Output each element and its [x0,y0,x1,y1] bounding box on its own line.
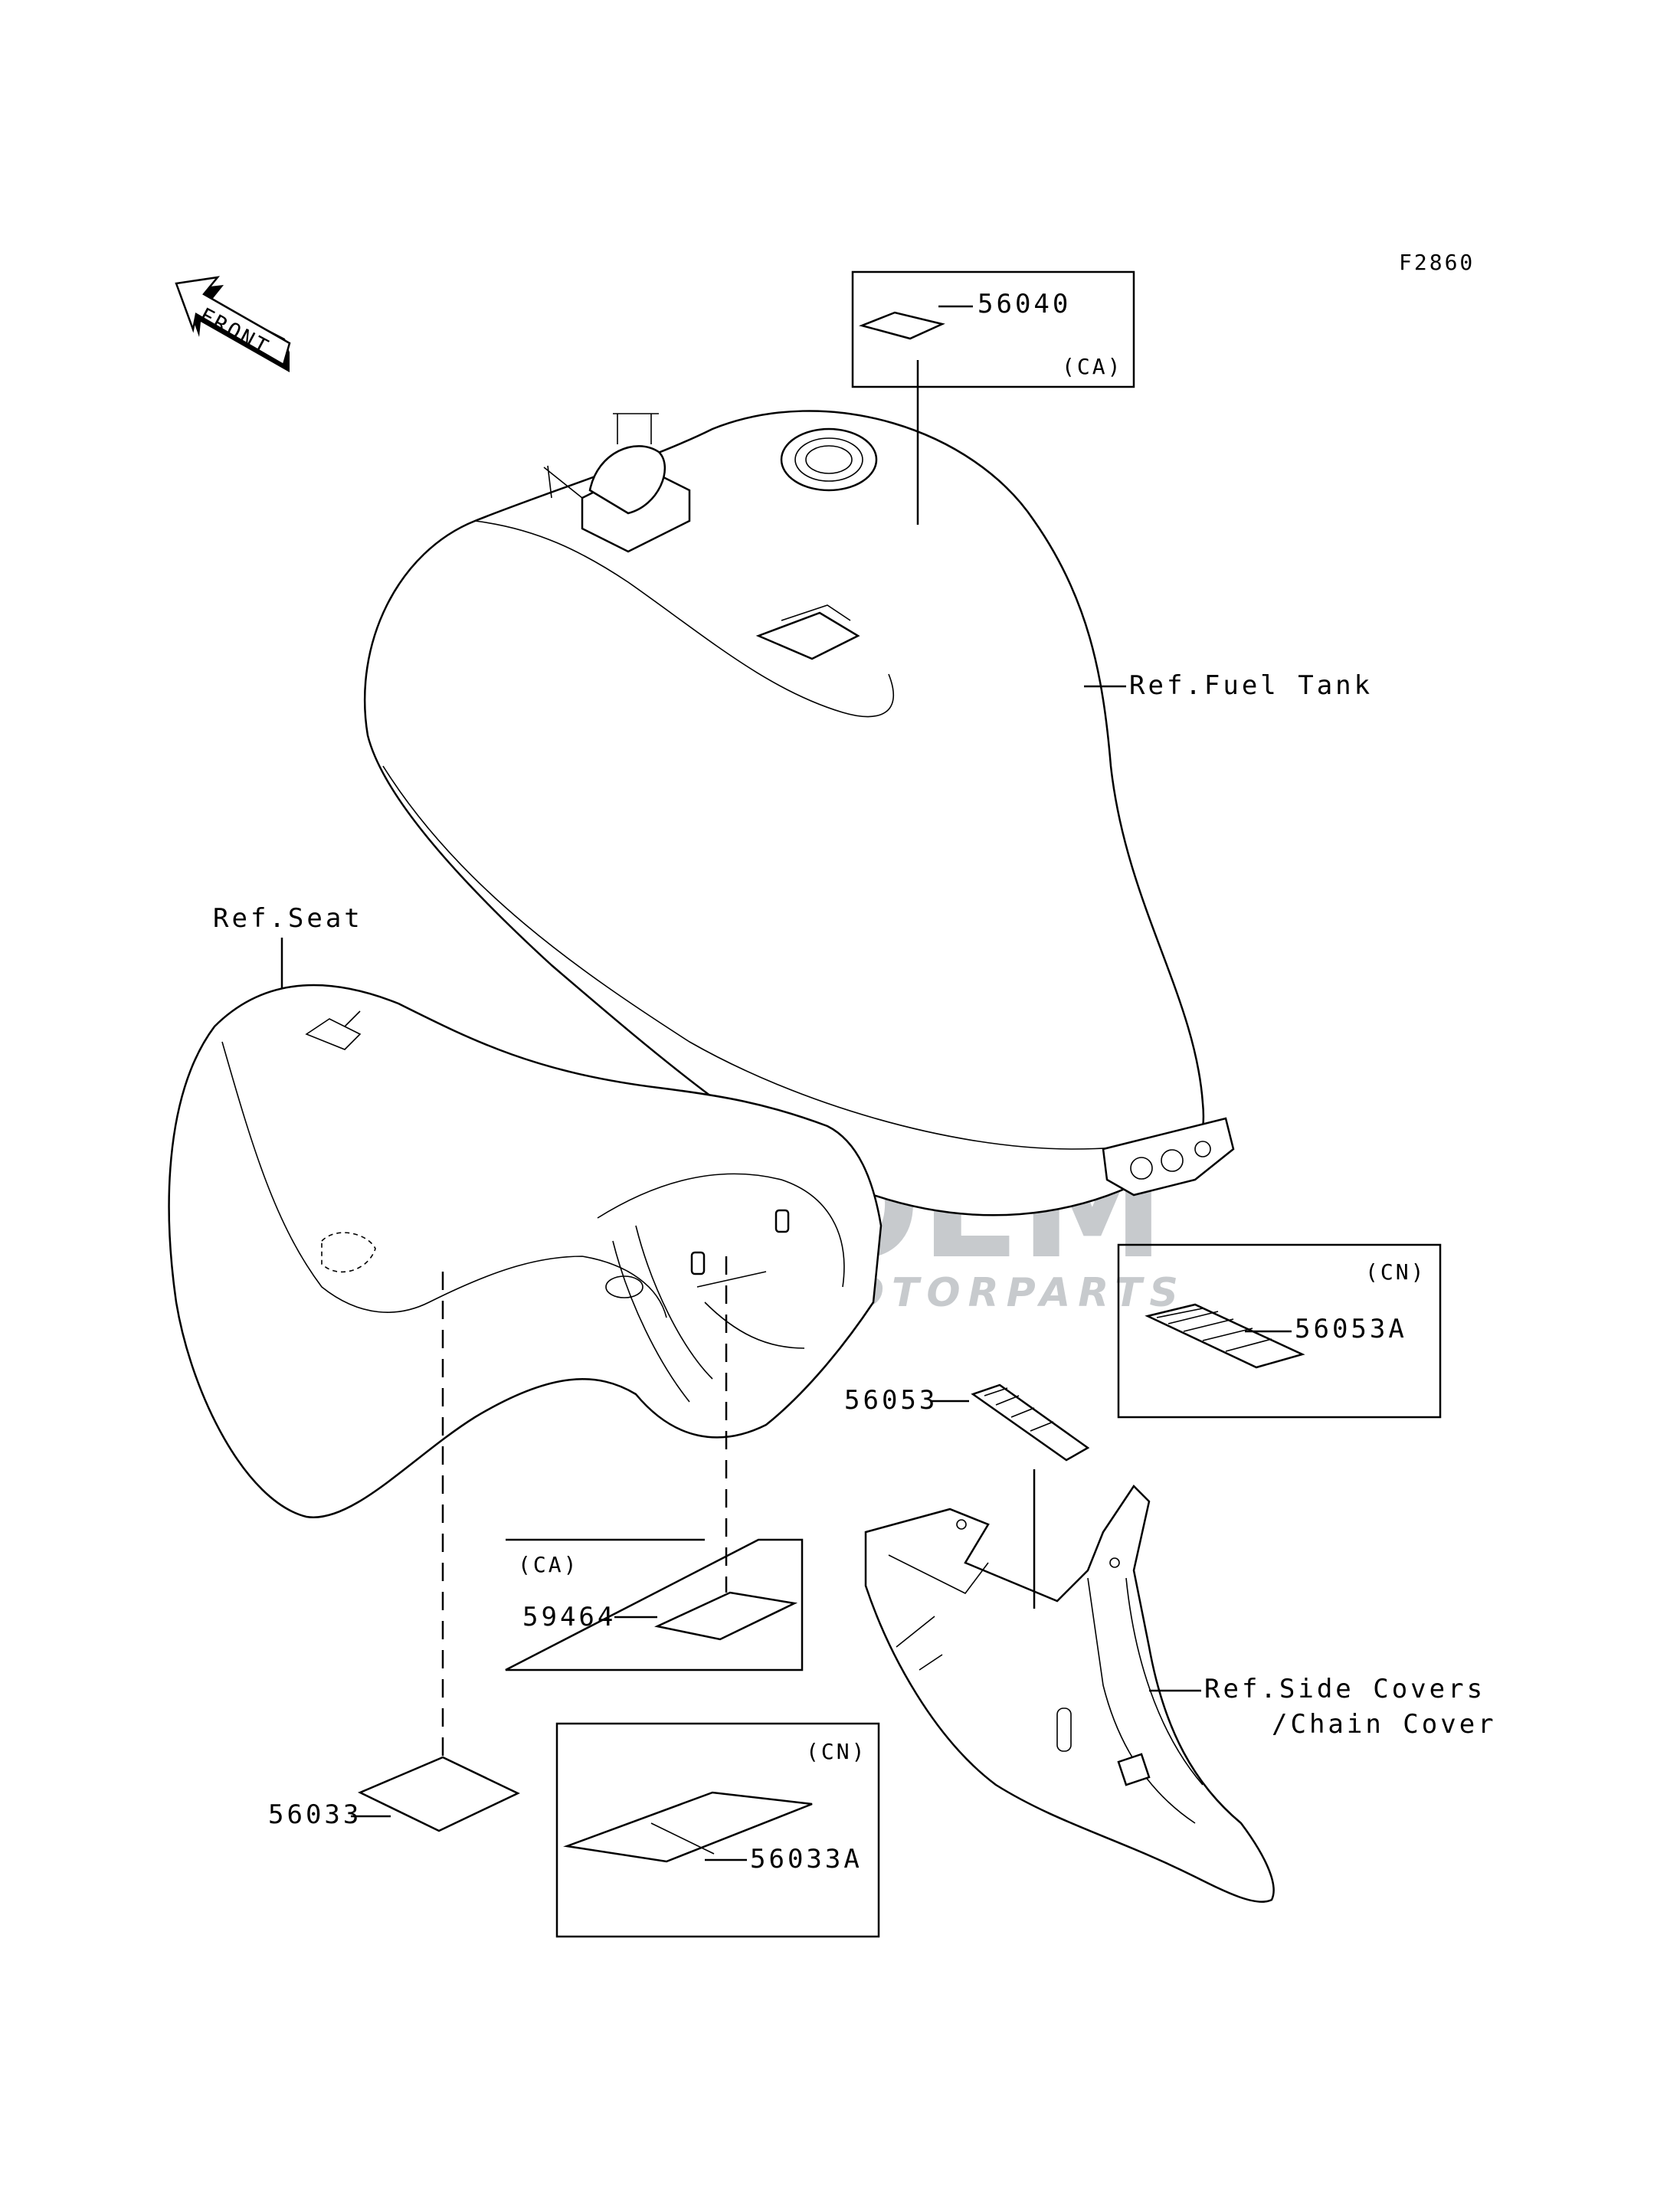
ref-side-covers-label: Ref.Side Covers [1204,1674,1485,1704]
seat-drawing [168,984,883,1519]
part-number-56053A: 56053A [1295,1314,1407,1344]
part-number-56033: 56033 [268,1799,362,1830]
region-tag-cn-2: (CN) [806,1739,866,1764]
side-cover-drawing [864,1485,1275,1903]
part-56040-callout[interactable]: 56040 (CA) [851,270,1135,525]
part-56033A-callout[interactable]: (CN) 56033A [555,1722,880,1938]
front-direction-arrow-icon: FRONT [175,276,291,372]
part-56033-callout[interactable]: 56033 [268,1756,520,1832]
figure-code: F2860 [1399,250,1475,275]
part-number-56033A: 56033A [750,1844,863,1874]
part-56053-callout[interactable]: 56053 [844,1383,1090,1609]
ref-seat-label: Ref.Seat [213,903,363,934]
region-tag-cn: (CN) [1365,1259,1426,1285]
part-59464-callout[interactable]: (CA) 59464 [505,1538,804,1671]
ref-fuel-tank-label: Ref.Fuel Tank [1129,670,1373,701]
part-number-56053: 56053 [844,1385,938,1416]
part-number-59464: 59464 [522,1602,616,1632]
part-56053A-callout[interactable]: (CN) 56053A [1117,1243,1442,1419]
fuel-tank-drawing [364,410,1235,1216]
region-tag-ca-2: (CA) [518,1552,578,1577]
ref-chain-cover-label: /Chain Cover [1272,1709,1497,1740]
part-number-56040: 56040 [978,289,1071,319]
region-tag-ca: (CA) [1062,354,1122,379]
